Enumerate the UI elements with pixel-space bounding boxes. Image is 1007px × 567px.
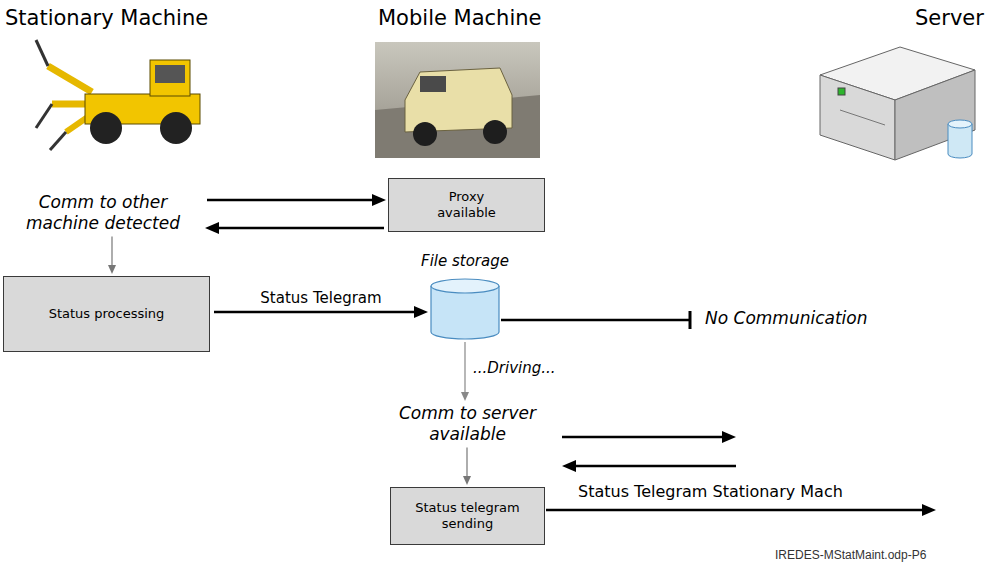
- server-side: [895, 70, 975, 160]
- state-text: Comm to server available: [380, 403, 555, 446]
- arrow-head: [372, 194, 386, 206]
- stop-bar: [689, 311, 692, 329]
- stop-line: [501, 319, 690, 322]
- arrow-head: [922, 504, 936, 516]
- process-box: Proxy available: [388, 178, 545, 232]
- node-text: Proxy available: [427, 189, 507, 222]
- edge-label: ...Driving...: [471, 359, 558, 377]
- arrow-head: [414, 306, 428, 318]
- server-front: [820, 75, 895, 160]
- connector-arrow: [461, 342, 469, 401]
- arrow-head: [722, 431, 736, 443]
- rig-window: [155, 65, 185, 83]
- server-led: [838, 88, 845, 95]
- wheel: [160, 112, 192, 144]
- annotation: No Communication: [705, 308, 868, 328]
- machine-heading: Server: [915, 6, 984, 31]
- process-box: Status processing: [3, 276, 210, 352]
- annotation: Status Telegram Stationary Mach: [578, 482, 843, 501]
- state-text: Comm to other machine detected: [3, 192, 203, 235]
- server-icon: [820, 47, 975, 160]
- node-text: Comm to server available: [390, 403, 545, 446]
- server-disk: [948, 124, 972, 158]
- drill-rig-picture: [36, 40, 200, 150]
- process-box: Status telegram sending: [390, 487, 545, 545]
- storage-cylinder: File storage: [430, 278, 500, 340]
- machine-heading: Mobile Machine: [378, 6, 541, 31]
- connector-arrow: [463, 448, 471, 486]
- arrow-head: [461, 392, 469, 401]
- arrow-head: [205, 222, 219, 234]
- send-arrow: [546, 504, 936, 516]
- node-text: Status processing: [49, 306, 165, 322]
- truck-window: [420, 76, 446, 92]
- drill-rod: [36, 40, 48, 66]
- server-slot: [840, 110, 885, 125]
- connector-arrow: [108, 237, 116, 275]
- cylinder-body: [431, 286, 499, 339]
- connector-arrow: [214, 306, 428, 318]
- connector-line: [207, 199, 373, 202]
- boom: [48, 66, 92, 92]
- connector-line: [218, 227, 384, 230]
- arrow-head: [562, 460, 576, 472]
- arrow-head: [108, 265, 116, 274]
- connector-line: [464, 342, 465, 393]
- edge-label: Status Telegram: [258, 289, 383, 307]
- connector-arrow: [205, 222, 384, 234]
- node-text: Comm to other machine detected: [16, 192, 191, 235]
- drill-rod: [36, 104, 52, 128]
- connector-line: [111, 237, 112, 267]
- no-communication-line: [501, 311, 690, 329]
- arrow-line: [546, 509, 922, 512]
- connector-line: [214, 311, 415, 314]
- arrow-line: [576, 465, 736, 468]
- node-text: Status telegram sending: [413, 500, 523, 533]
- photo-ground: [375, 42, 540, 158]
- machine-heading: Stationary Machine: [5, 6, 208, 31]
- server-disk-top: [948, 120, 972, 128]
- server-comm-arrows: [562, 431, 736, 472]
- tyre: [413, 122, 437, 146]
- file-reference: IREDES-MStatMaint.odp-P6: [775, 548, 926, 562]
- cylinder-top: [431, 279, 499, 293]
- truck-photo: [375, 42, 540, 158]
- arrow-head: [463, 476, 471, 485]
- tyre: [483, 120, 507, 144]
- drill-rod: [50, 132, 66, 150]
- connector-line: [466, 448, 467, 478]
- cylinder-outline: [430, 278, 500, 340]
- arrow-line: [562, 436, 722, 439]
- connector-arrow: [207, 194, 386, 206]
- wheel: [90, 112, 122, 144]
- storage-heading: File storage: [421, 252, 509, 271]
- rig-cab: [150, 60, 190, 96]
